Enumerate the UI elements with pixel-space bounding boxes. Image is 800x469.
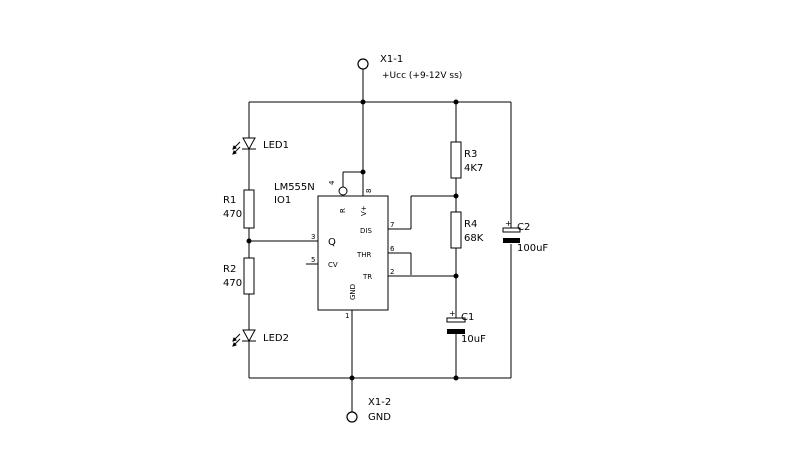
- pin-6-number: 6: [390, 245, 395, 253]
- terminal-x1-1: X1-1 +Ucc (+9-12V ss): [357, 54, 462, 81]
- resistor-r2: R2 470: [223, 257, 255, 295]
- c1-value: 10uF: [461, 334, 486, 345]
- r2-ref: R2: [223, 264, 236, 275]
- r4-ref: R4: [464, 219, 477, 230]
- junction-dot: [360, 99, 366, 105]
- light-emission-icon: [232, 141, 241, 155]
- pin-2-number: 2: [390, 268, 394, 276]
- ic-part-number: LM555N: [274, 182, 315, 193]
- junction-dot: [349, 375, 355, 381]
- pin-5-number: 5: [311, 256, 315, 264]
- junctions: [246, 99, 459, 381]
- pin-1-name: GND: [349, 284, 357, 300]
- pin-3-name: Q: [328, 237, 336, 248]
- pin-4-number: 4: [328, 180, 336, 185]
- junction-dot: [453, 193, 459, 199]
- light-emission-icon: [232, 333, 241, 347]
- terminal-x1-2-label: GND: [368, 412, 391, 423]
- polarity-plus-icon: +: [449, 309, 456, 318]
- led2-ref: LED2: [263, 333, 289, 344]
- r2-value: 470: [223, 278, 242, 289]
- capacitor-c1: + C1 10uF: [446, 309, 486, 345]
- terminal-x1-2-ref: X1-2: [368, 397, 391, 408]
- r1-ref: R1: [223, 195, 236, 206]
- ic-ref: IO1: [274, 195, 291, 206]
- pin-4-name: R: [339, 208, 347, 213]
- pin-6-name: THR: [356, 251, 372, 259]
- pin-7-name: DIS: [360, 227, 372, 235]
- pin-2-name: TR: [362, 273, 372, 281]
- pin-8-number: 8: [365, 189, 373, 193]
- resistor-r1: R1 470: [223, 189, 255, 229]
- resistor-r3: R3 4K7: [450, 141, 483, 179]
- led1-ref: LED1: [263, 140, 289, 151]
- polarity-plus-icon: +: [505, 219, 512, 228]
- pin-7-number: 7: [390, 221, 394, 229]
- terminal-x1-1-label: +Ucc (+9-12V ss): [382, 71, 462, 81]
- pin-5-name: CV: [328, 261, 338, 269]
- pin-3-number: 3: [311, 233, 315, 241]
- c2-ref: C2: [517, 222, 530, 233]
- r4-value: 68K: [464, 233, 484, 244]
- r3-value: 4K7: [464, 163, 483, 174]
- c1-ref: C1: [461, 312, 474, 323]
- junction-dot: [453, 99, 459, 105]
- resistor-r4: R4 68K: [450, 211, 484, 249]
- terminal-x1-1-ref: X1-1: [380, 54, 403, 65]
- r1-value: 470: [223, 209, 242, 220]
- terminal-x1-2: X1-2 GND: [346, 397, 391, 423]
- ic-555-timer: LM555N IO1 4 R 8 V+ 3 Q 5 CV 7 DIS 6 THR…: [274, 180, 395, 320]
- junction-dot: [453, 273, 459, 279]
- pin-1-number: 1: [345, 312, 349, 320]
- wires: [248, 69, 512, 412]
- junction-dot: [453, 375, 459, 381]
- junction-dot: [246, 238, 252, 244]
- r3-ref: R3: [464, 149, 477, 160]
- led2: LED2: [232, 329, 289, 347]
- led1: LED1: [232, 137, 289, 155]
- junction-dot: [360, 169, 366, 175]
- capacitor-c2: + C2 100uF: [502, 219, 548, 254]
- c2-value: 100uF: [517, 243, 548, 254]
- pin-8-name: V+: [360, 205, 368, 216]
